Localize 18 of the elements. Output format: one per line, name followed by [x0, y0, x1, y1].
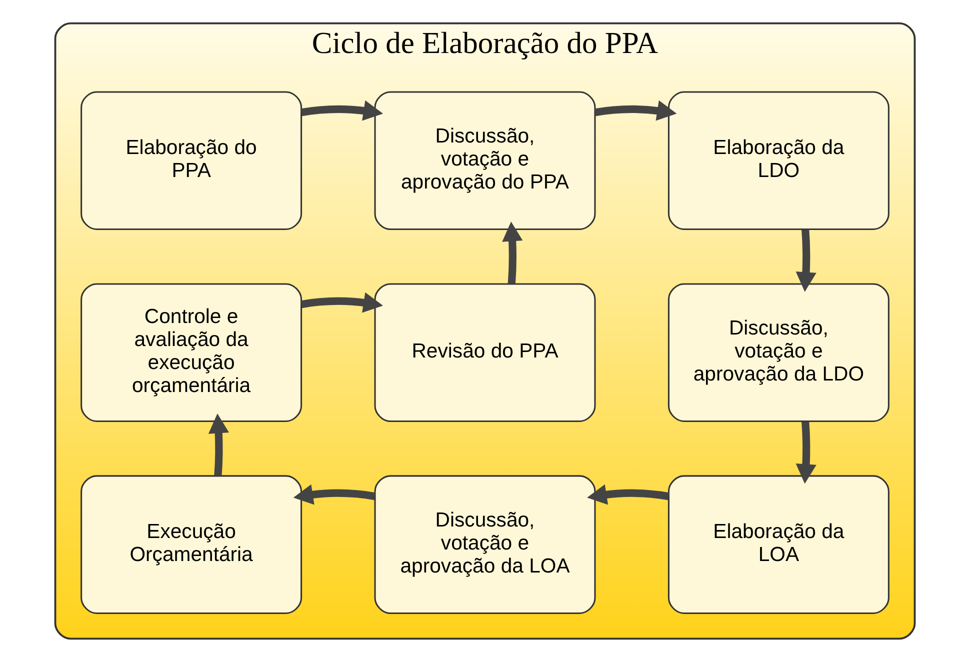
- node-box: Discussão, votação e aprovação da LDO: [668, 283, 890, 422]
- node-box: Elaboração da LDO: [668, 91, 890, 230]
- node-box: Elaboração do PPA: [80, 91, 302, 230]
- node-box: Elaboração da LOA: [668, 475, 890, 614]
- arrow: [208, 414, 229, 476]
- node-box: Controle e avaliação da execução orçamentária: [80, 283, 302, 422]
- node-box: Execução Orçamentária: [80, 475, 302, 614]
- arrow: [300, 292, 384, 313]
- arrow: [796, 421, 816, 484]
- arrow: [502, 222, 523, 284]
- arrow: [300, 100, 384, 121]
- arrow: [293, 484, 376, 505]
- node-box: Discussão, votação e aprovação do PPA: [374, 91, 596, 230]
- arrow: [796, 229, 816, 292]
- arrow: [594, 100, 677, 121]
- node-box: Discussão, votação e aprovação da LOA: [374, 475, 596, 614]
- node-box: Revisão do PPA: [374, 283, 596, 422]
- arrow: [587, 484, 670, 505]
